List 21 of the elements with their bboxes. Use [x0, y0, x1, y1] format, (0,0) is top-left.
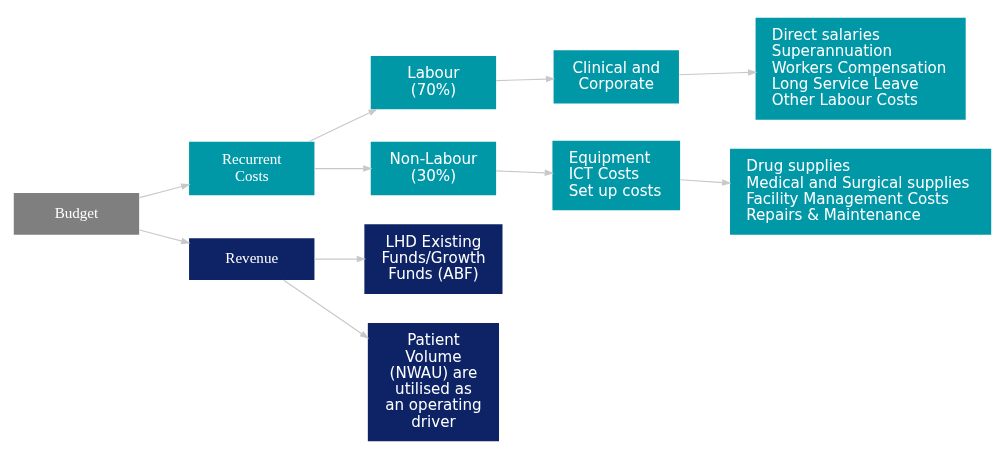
node-box: Equipment ICT Costs Set up costs — [552, 140, 681, 211]
node-box: Direct salaries Superannuation Workers Compensation Long Service Leave Other Labour Costs — [755, 17, 966, 120]
node-box: LHD Existing Funds/Growth Funds (ABF) — [364, 224, 503, 294]
arrow — [679, 179, 732, 186]
node-box: Labour (70%) — [370, 55, 497, 110]
arrow — [139, 229, 191, 245]
arrow — [314, 165, 373, 172]
node-box: Non-Labour (30%) — [370, 141, 497, 196]
node-box: Drug supplies Medical and Surgical supplies Facility Management Costs Repairs & Maintenance — [730, 148, 992, 235]
arrow — [495, 75, 556, 83]
arrow — [308, 108, 378, 143]
arrow — [139, 183, 191, 199]
node-box: Recurrent Costs — [189, 141, 315, 196]
node-box: Budget — [13, 192, 140, 235]
arrow — [283, 279, 370, 339]
arrow — [678, 69, 758, 76]
node-box: Revenue — [189, 238, 315, 280]
node-box: Patient Volume (NWAU) are utilised as an operating driver — [367, 322, 499, 442]
arrow — [495, 169, 554, 177]
arrow — [314, 255, 367, 263]
node-box: Clinical and Corporate — [553, 50, 679, 104]
